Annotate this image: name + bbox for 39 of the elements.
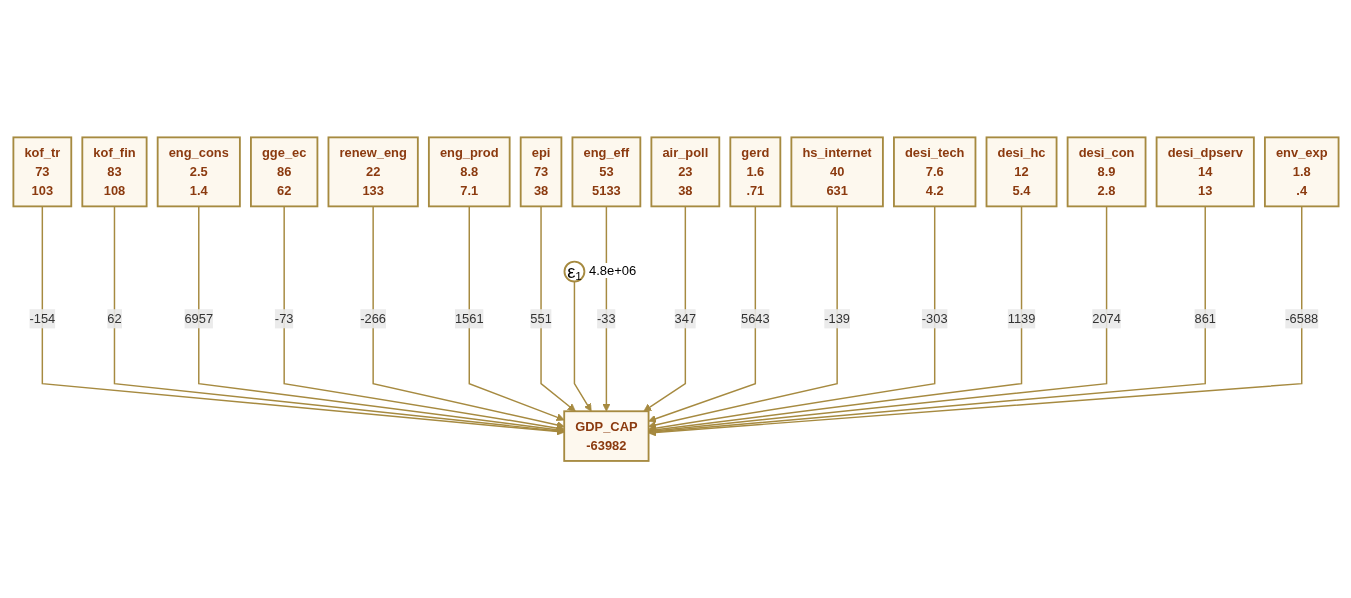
node-box: hs_internet 40 631: [789, 136, 884, 208]
arrow: [642, 205, 686, 412]
edge-label: 347: [674, 310, 696, 326]
edge-label: 1561: [454, 310, 484, 326]
node-box: desi_dpserv 14 13: [1155, 136, 1255, 208]
node-box: kof_tr 73 103: [12, 136, 72, 208]
edge-label: -154: [28, 310, 55, 326]
edge-label: 6957: [183, 310, 213, 326]
edge-label: -33: [596, 310, 616, 326]
edge-label: 1139: [1007, 310, 1035, 326]
node-box: kof_fin 83 108: [80, 136, 148, 208]
node-box: epi 73 38: [519, 136, 562, 208]
node-box: eng_cons 2.5 1.4: [156, 136, 241, 208]
arrow: [573, 280, 592, 412]
node-box: eng_prod 8.8 7.1: [427, 136, 511, 208]
edge-label: 5643: [740, 310, 770, 326]
node-circle: ε₁: [563, 260, 585, 283]
edge-label: 861: [1194, 310, 1216, 326]
node-box: air_poll 23 38: [650, 136, 720, 208]
node-box: desi_hc 12 5.4: [985, 136, 1057, 208]
edge-label: -6588: [1284, 310, 1318, 326]
edge-label: 62: [106, 310, 122, 326]
edge-label: -139: [823, 310, 850, 326]
edge-label: -266: [359, 310, 386, 326]
edge-label: 2074: [1091, 310, 1121, 326]
node-box: eng_eff 53 5133: [571, 136, 641, 208]
edge-label: -303: [921, 310, 948, 326]
edge-label: 551: [529, 310, 552, 326]
node-box: desi_tech 7.6 4.2: [892, 136, 976, 208]
node-box: renew_eng 22 133: [327, 136, 419, 208]
edge-label: -73: [274, 310, 293, 326]
node-box: desi_con 8.9 2.8: [1066, 136, 1146, 208]
arrow: [539, 205, 576, 412]
variance-label: 4.8e+06: [587, 263, 638, 279]
arrow: [601, 205, 610, 412]
node-box: gerd 1.6 .71: [728, 136, 781, 208]
node-box: GDP_CAP -63982: [562, 410, 649, 462]
node-box: gge_ec 86 62: [249, 136, 318, 208]
node-box: env_exp 1.8 .4: [1263, 136, 1339, 208]
